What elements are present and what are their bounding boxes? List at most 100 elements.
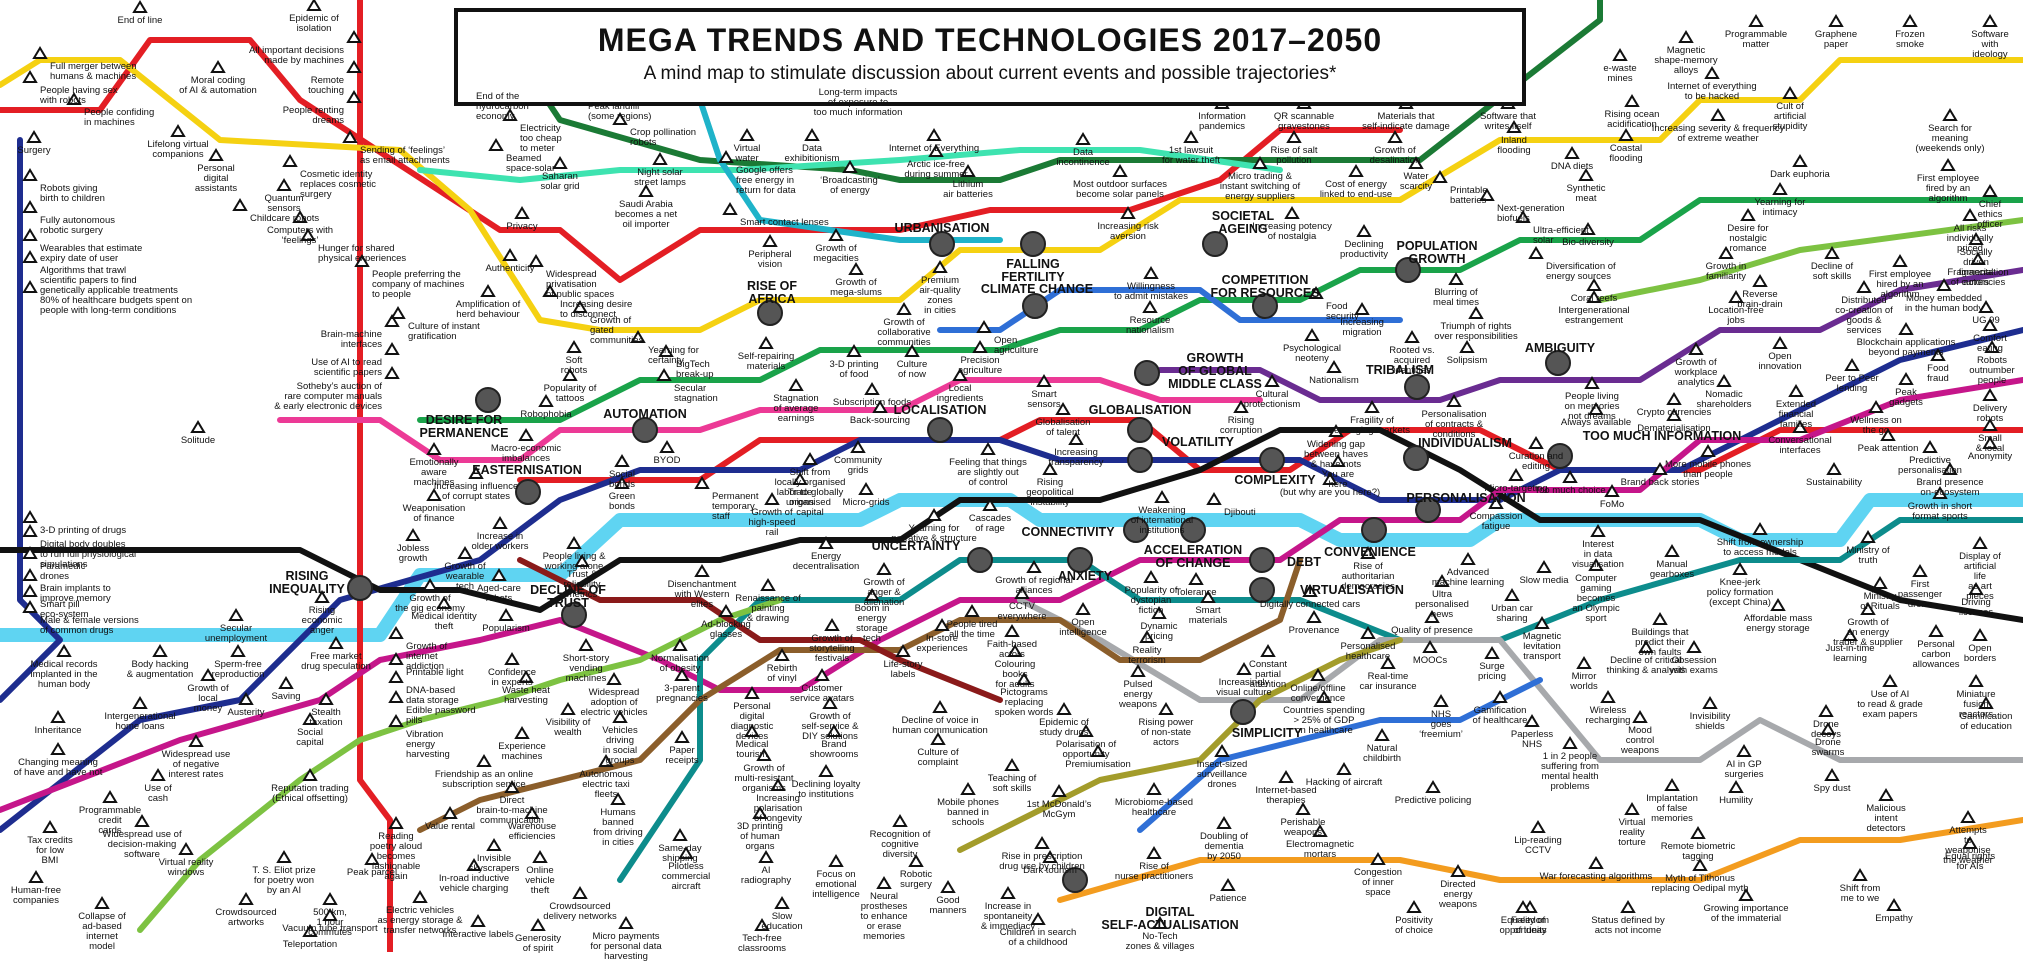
- station-marker-s188: [1310, 668, 1326, 681]
- station-label-s26: Widespread privatisation of public space…: [546, 269, 615, 300]
- station-marker-s294: [388, 714, 404, 727]
- station-label-s142: Macro-economic imbalances: [490, 443, 562, 464]
- station-label-s158: Energy decentralisation: [792, 551, 860, 572]
- station-label-s344: e-waste mines: [1603, 63, 1637, 84]
- station-marker-s247: [908, 854, 924, 867]
- hub-urbanisation: [929, 231, 955, 257]
- station-marker-s206: [1878, 788, 1894, 801]
- station-marker-s352: [1578, 168, 1594, 181]
- station-marker-s342: [1902, 14, 1918, 27]
- station-marker-s183: [1638, 640, 1654, 653]
- hub-globalisation: [1127, 417, 1153, 443]
- station-label-s151: Rising economic anger: [301, 605, 343, 636]
- station-label-s74: Next-generation biofuels: [1497, 203, 1565, 224]
- station-label-s107: Fragility of emerging markets: [1333, 415, 1411, 436]
- station-label-s357: All risks individually priced: [1946, 223, 1994, 254]
- station-marker-s105: [1326, 360, 1342, 373]
- station-label-s209: Virtual reality torture: [1618, 817, 1646, 848]
- station-marker-s176: [1664, 544, 1680, 557]
- station-marker-s343: [1982, 14, 1998, 27]
- station-label-s21: Hunger for shared physical experiences: [318, 243, 407, 264]
- station-label-s195: 1 in 2 people suffering from mental heal…: [1541, 751, 1599, 792]
- station-label-s159: Growth of anger & alienation: [863, 577, 905, 608]
- station-label-s362: Decline of soft skills: [1810, 261, 1854, 282]
- station-marker-s155: [498, 608, 514, 621]
- station-marker-s97: [658, 344, 674, 357]
- station-marker-s165: [1200, 590, 1216, 603]
- station-marker-s230: [1260, 644, 1276, 657]
- station-label-s24: People preferring the company of machine…: [372, 269, 465, 300]
- station-marker-s328: [530, 918, 546, 931]
- station-marker-s289: [328, 636, 344, 649]
- station-label-s23: 80% of healthcare budgets spent on peopl…: [40, 295, 193, 316]
- station-marker-s92: [972, 340, 988, 353]
- station-marker-s23: [22, 280, 38, 293]
- station-marker-s14: [282, 154, 298, 167]
- station-label-s403: Just-in-time learning: [1825, 643, 1875, 664]
- station-marker-s46: [638, 184, 654, 197]
- station-label-s78: Increasing potency of nostalgia: [1252, 221, 1332, 242]
- line-orange: [1057, 817, 2023, 903]
- station-marker-s173: [1434, 574, 1450, 587]
- trend-label-globalisation: GLOBALISATION: [1088, 403, 1192, 417]
- station-label-s296: Saving: [271, 691, 301, 702]
- station-marker-s35: [562, 368, 578, 381]
- station-marker-s175: [1588, 558, 1604, 571]
- station-marker-s115: [1666, 408, 1682, 421]
- station-marker-s55: [722, 202, 738, 215]
- station-label-s297: Intergenerational home loans: [104, 711, 176, 732]
- line-black: [0, 427, 2023, 623]
- station-marker-s187: [1686, 640, 1702, 653]
- line-purple: [1157, 267, 2023, 403]
- station-label-s173: Ultra personalised news: [1415, 589, 1469, 620]
- station-marker-s229: [1236, 662, 1252, 675]
- station-label-s125: BYOD: [653, 455, 681, 466]
- title-box: MEGA TRENDS AND TECHNOLOGIES 2017–2050 A…: [454, 8, 1526, 106]
- station-label-s149: Trust & reliability metrics: [563, 569, 601, 600]
- station-label-s72: Water scarcity: [1399, 171, 1433, 192]
- station-label-s96: Yearning for certainty: [648, 345, 699, 366]
- station-marker-s145: [492, 516, 508, 529]
- station-label-s179: Magnetic levitation transport: [1522, 631, 1562, 662]
- station-label-s326: Vacuum tube transport: [282, 923, 378, 934]
- station-label-s292: DNA-based data storage: [406, 685, 459, 706]
- station-label-s368: Distributed co-creation of goods & servi…: [1835, 295, 1893, 336]
- station-marker-s130: [858, 482, 874, 495]
- station-label-s340: Programmable matter: [1724, 29, 1788, 50]
- station-marker-s71: [1506, 120, 1522, 133]
- station-marker-s300: [302, 712, 318, 725]
- station-label-s53: ‘Broadcasting’ of energy: [820, 175, 880, 196]
- hub-falling-fertility: [1020, 231, 1046, 257]
- station-marker-s201: [1336, 762, 1352, 775]
- station-label-s89: Resource nationalism: [1125, 315, 1175, 336]
- station-marker-s163: [1143, 570, 1159, 583]
- station-label-s91: Open agriculture: [994, 335, 1039, 356]
- hub-automation: [632, 417, 658, 443]
- station-marker-s76: [1528, 246, 1544, 259]
- station-marker-s42: [612, 112, 628, 125]
- station-marker-s66: [1387, 130, 1403, 143]
- station-marker-s392: [1752, 522, 1768, 535]
- station-label-s343: Software with ideology: [1971, 29, 2009, 60]
- station-label-s79: Declining productivity: [1339, 239, 1389, 260]
- trend-label-connectivity: CONNECTIVITY: [1021, 525, 1115, 539]
- hub-complexity: [1259, 447, 1285, 473]
- station-marker-s235: [1146, 782, 1162, 795]
- station-label-s255: Faith-based actors: [986, 639, 1038, 660]
- station-marker-s2: [306, 0, 322, 11]
- station-label-s49: Data exhibitionism: [784, 143, 840, 164]
- station-marker-s263: [674, 668, 690, 681]
- station-marker-s336: [22, 546, 38, 559]
- hub-desire-permanence: [475, 387, 501, 413]
- station-marker-s197: [1702, 696, 1718, 709]
- hub-climate-change: [1022, 293, 1048, 319]
- station-marker-s215: [1738, 888, 1754, 901]
- station-marker-s249: [828, 854, 844, 867]
- station-marker-s88: [1459, 340, 1475, 353]
- station-marker-s127: [802, 452, 818, 465]
- station-marker-s346: [1704, 66, 1720, 79]
- station-marker-s301: [50, 710, 66, 723]
- station-label-s399: Affordable mass energy storage: [1743, 613, 1813, 634]
- station-label-s332: Tech-free classrooms: [737, 933, 787, 954]
- station-label-s327: Interactive labels: [442, 929, 514, 940]
